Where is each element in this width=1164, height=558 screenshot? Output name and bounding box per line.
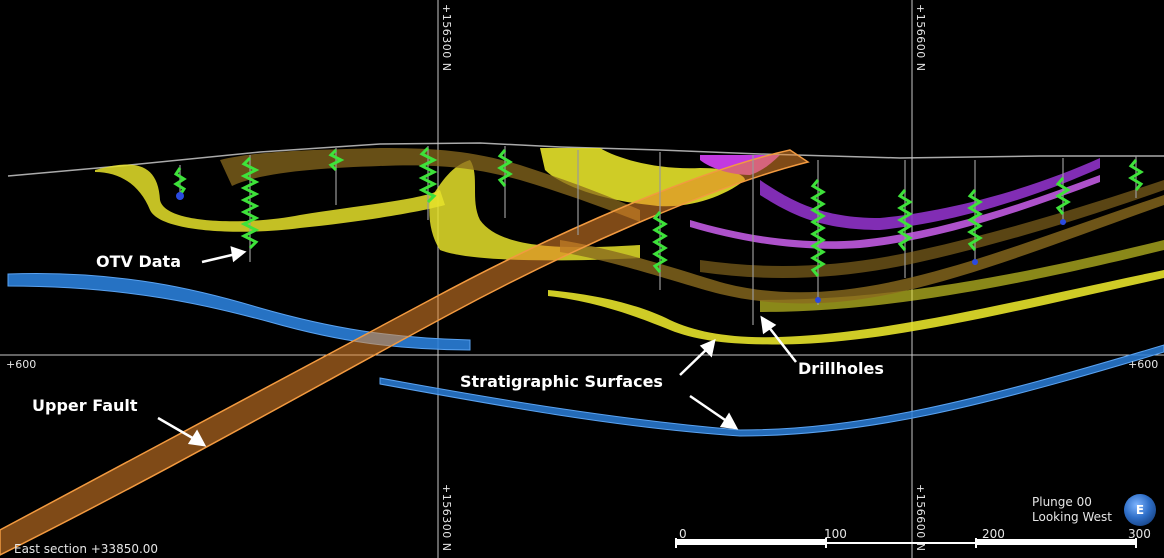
stratigraphic-surfaces-label: Stratigraphic Surfaces [460,372,663,391]
scale-tick-0: 0 [679,527,687,541]
otv-data [173,146,1144,277]
topography-line [7,142,1164,177]
scale-tick-300: 300 [1128,527,1151,541]
yellow-surface-1 [95,164,445,232]
otv-blue-markers [176,192,1066,303]
plunge-label: Plunge 00 [1032,495,1092,509]
yellow-surface-2 [429,160,640,261]
orientation-letter: E [1135,503,1145,517]
blue-surface-left [7,273,471,351]
northing-label-top-right: +156600 N [914,4,927,72]
northing-label-bottom-right: +156600 N [914,484,927,552]
otv-data-label: OTV Data [96,252,181,271]
upper-fault-label: Upper Fault [32,396,138,415]
scale-bar [675,538,1137,548]
upper-fault [0,149,810,556]
northing-label-bottom-left: +156300 N [440,484,453,552]
scale-tick-100: 100 [824,527,847,541]
annotation-arrows [157,246,797,447]
northing-label-top-left: +156300 N [440,4,453,72]
brown-surface-1 [220,148,640,222]
orientation-globe-icon[interactable]: E [1124,494,1156,526]
elevation-label-left: +600 [6,358,37,371]
drillholes-label: Drillholes [798,359,884,378]
yellow-surface-5 [760,240,1164,312]
looking-direction-label: Looking West [1032,510,1112,524]
section-label: East section +33850.00 [14,542,159,556]
brown-surface-3 [700,180,1164,278]
scale-tick-200: 200 [982,527,1005,541]
elevation-label-right: +600 [1128,358,1159,371]
purple-surface-1 [760,158,1100,230]
blue-surface-right [379,344,1164,437]
